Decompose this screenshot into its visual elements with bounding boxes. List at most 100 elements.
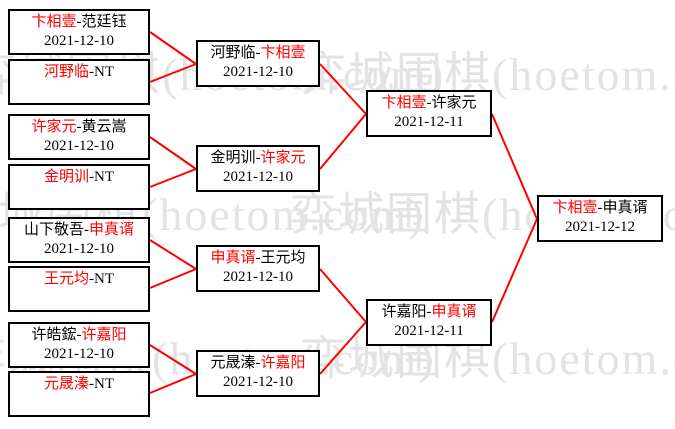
match-date: 2021-12-10	[223, 169, 293, 185]
player-separator: -	[84, 222, 89, 238]
match-date: 2021-12-10	[223, 64, 293, 80]
player-winner: 河野临	[43, 64, 89, 80]
player-winner: 申真谞	[89, 222, 135, 238]
player-separator: -	[426, 95, 432, 111]
player-winner: 许嘉阳	[81, 327, 127, 343]
player-winner: 许家元	[31, 119, 77, 135]
connector-line	[491, 218, 538, 323]
player-separator: -	[76, 327, 82, 343]
player-loser: 许嘉阳	[381, 304, 427, 320]
match-date: 2021-12-10	[44, 346, 114, 362]
match-box-r1m2[interactable]: 河野临-NT	[8, 59, 150, 105]
match-box-semifinal-1[interactable]: 卞相壹-许家元 2021-12-11	[366, 90, 492, 137]
player-separator: -	[89, 376, 94, 392]
player-winner: 申真谞	[431, 304, 477, 320]
match-players: 王元均-NT	[10, 268, 148, 289]
player-separator: -	[255, 150, 261, 166]
match-players: 卞相壹-申真谞	[539, 197, 661, 218]
match-box-r1m4[interactable]: 金明训-NT	[8, 164, 150, 210]
match-players: 金明训-许家元	[198, 147, 318, 168]
match-date: 2021-12-10	[44, 241, 114, 257]
match-date: 2021-12-11	[394, 323, 464, 339]
player-winner: 许家元	[260, 150, 306, 166]
player-winner: 卞相壹	[552, 200, 598, 216]
match-box-semifinal-2[interactable]: 许嘉阳-申真谞 2021-12-11	[366, 299, 492, 346]
player-loser: NT	[94, 64, 114, 80]
match-players: 许嘉阳-申真谞	[368, 301, 490, 322]
player-winner: 卞相壹	[260, 45, 306, 61]
connector-line	[319, 63, 367, 115]
match-players: 河野临-卞相壹	[198, 42, 318, 63]
player-winner: 申真谞	[210, 250, 256, 266]
match-box-r1m5[interactable]: 山下敬吾-申真谞 2021-12-10	[8, 217, 150, 263]
match-players: 许家元-黄云嵩	[10, 116, 148, 137]
player-loser: NT	[94, 376, 114, 392]
match-date: 2021-12-12	[565, 219, 635, 235]
connector-line	[149, 31, 197, 65]
player-separator: -	[597, 200, 603, 216]
match-box-r1m3[interactable]: 许家元-黄云嵩 2021-12-10	[8, 114, 150, 160]
connector-line	[149, 168, 197, 188]
connector-line	[149, 63, 197, 83]
connector-line	[149, 373, 197, 394]
connector-line	[491, 113, 538, 220]
player-winner: 卞相壹	[31, 14, 77, 30]
match-players: 申真谞-王元均	[198, 247, 318, 268]
match-box-r2m2[interactable]: 金明训-许家元 2021-12-10	[196, 145, 320, 192]
match-date: 2021-12-10	[223, 374, 293, 390]
match-players: 金明训-NT	[10, 166, 148, 187]
match-players: 卞相壹-许家元	[368, 92, 490, 113]
player-separator: -	[89, 64, 94, 80]
player-loser: 黄云嵩	[81, 119, 127, 135]
player-loser: 元晟溱	[210, 355, 256, 371]
player-loser: 许皓鋐	[31, 327, 77, 343]
match-players: 许皓鋐-许嘉阳	[10, 324, 148, 345]
connector-line	[319, 321, 367, 375]
player-separator: -	[426, 304, 432, 320]
match-date: 2021-12-11	[394, 114, 464, 130]
match-box-final[interactable]: 卞相壹-申真谞 2021-12-12	[537, 195, 663, 242]
match-box-r2m1[interactable]: 河野临-卞相壹 2021-12-10	[196, 40, 320, 87]
player-winner: 金明训	[43, 169, 89, 185]
match-box-r1m1[interactable]: 卞相壹-范廷钰 2021-12-10	[8, 9, 150, 55]
connector-line	[149, 268, 197, 289]
player-separator: -	[89, 271, 94, 287]
player-separator: -	[76, 119, 82, 135]
connector-line	[149, 344, 197, 375]
player-loser: 许家元	[431, 95, 477, 111]
match-players: 卞相壹-范廷钰	[10, 11, 148, 32]
match-date: 2021-12-10	[44, 33, 114, 49]
player-winner: 元晟溱	[43, 376, 89, 392]
match-date: 2021-12-10	[44, 138, 114, 154]
player-loser: 山下敬吾	[23, 222, 84, 238]
match-players: 山下敬吾-申真谞	[10, 219, 148, 240]
player-separator: -	[255, 355, 261, 371]
match-box-r1m6[interactable]: 王元均-NT	[8, 266, 150, 312]
player-winner: 卞相壹	[381, 95, 427, 111]
match-box-r1m8[interactable]: 元晟溱-NT	[8, 371, 150, 417]
player-loser: 王元均	[260, 250, 306, 266]
player-loser: 河野临	[210, 45, 256, 61]
match-players: 元晟溱-许嘉阳	[198, 352, 318, 373]
player-loser: NT	[94, 169, 114, 185]
player-separator: -	[255, 45, 261, 61]
player-loser: 范廷钰	[81, 14, 127, 30]
connector-line	[149, 136, 197, 170]
player-loser: 申真谞	[602, 200, 648, 216]
match-date: 2021-12-10	[223, 269, 293, 285]
player-loser: NT	[94, 271, 114, 287]
player-loser: 金明训	[210, 150, 256, 166]
match-box-r2m3[interactable]: 申真谞-王元均 2021-12-10	[196, 245, 320, 292]
player-separator: -	[76, 14, 82, 30]
match-players: 元晟溱-NT	[10, 373, 148, 394]
player-winner: 许嘉阳	[260, 355, 306, 371]
match-box-r1m7[interactable]: 许皓鋐-许嘉阳 2021-12-10	[8, 322, 150, 368]
player-separator: -	[255, 250, 261, 266]
connector-line	[319, 268, 367, 323]
connector-line	[319, 113, 367, 170]
match-players: 河野临-NT	[10, 61, 148, 82]
connector-line	[149, 239, 197, 270]
player-separator: -	[89, 169, 94, 185]
match-box-r2m4[interactable]: 元晟溱-许嘉阳 2021-12-10	[196, 350, 320, 397]
